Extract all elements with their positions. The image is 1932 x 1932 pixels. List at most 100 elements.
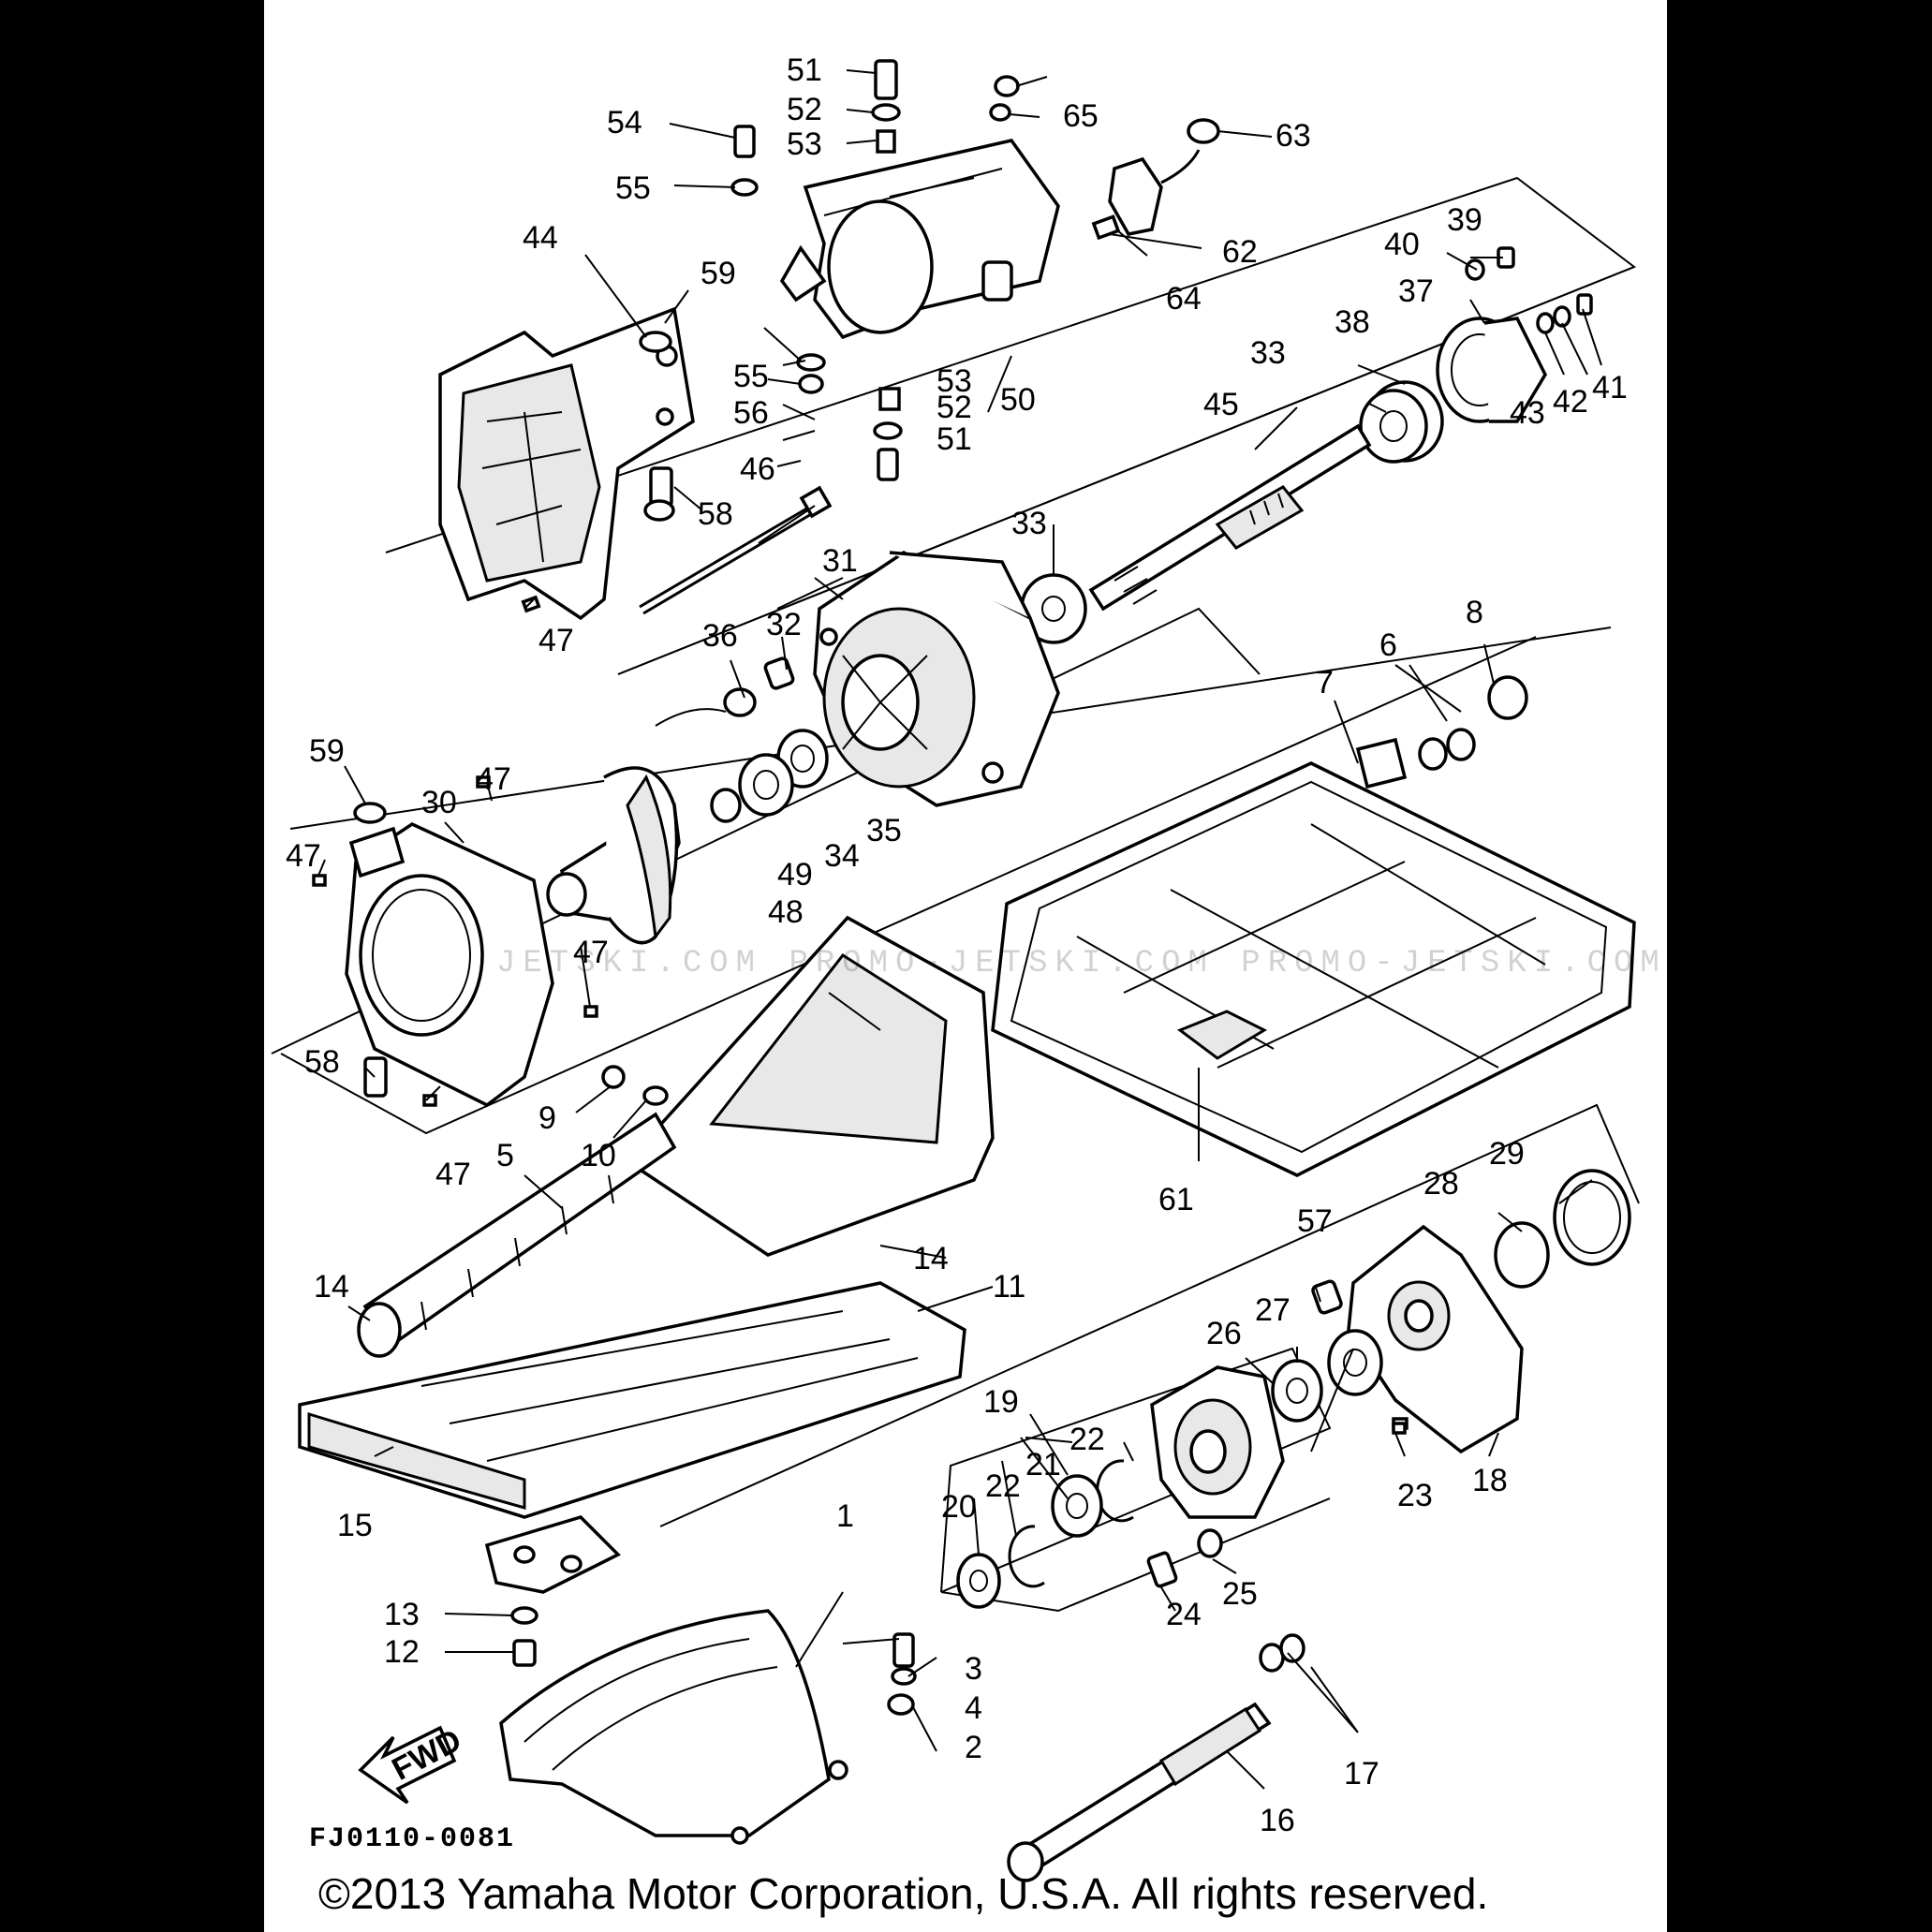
callout-51-top: 51 <box>787 52 822 88</box>
callout-40: 40 <box>1384 227 1420 262</box>
callout-56: 56 <box>733 395 769 431</box>
intermediate-housing-30 <box>312 775 598 1108</box>
callout-36: 36 <box>702 618 738 654</box>
nozzle-housing-45 <box>438 306 695 621</box>
callout-52-mid: 52 <box>937 390 972 425</box>
coupler-housing-19 <box>1150 1365 1285 1519</box>
bearing-cap-37 <box>1436 317 1547 423</box>
callout-30: 30 <box>421 785 457 820</box>
callout-52-top: 52 <box>787 92 822 127</box>
leader-lines <box>317 69 1602 1790</box>
callout-4: 4 <box>965 1690 982 1726</box>
callout-35: 35 <box>866 813 902 848</box>
callout-22-top: 22 <box>1069 1422 1105 1457</box>
callout-62: 63 <box>1276 118 1311 154</box>
impeller-housing-31 <box>813 550 1060 807</box>
callout-3: 3 <box>965 1651 982 1687</box>
callout-10: 10 <box>581 1138 616 1173</box>
fwd-label: FWD <box>387 1722 467 1788</box>
callout-25: 25 <box>1222 1576 1258 1612</box>
callout-28: 28 <box>1423 1166 1459 1202</box>
callout-47-left: 47 <box>286 838 321 874</box>
callout-49: 49 <box>777 857 813 892</box>
callout-27: 27 <box>1255 1292 1290 1328</box>
callout-38: 38 <box>1335 304 1370 340</box>
callout-64: 65 <box>1063 98 1099 134</box>
intake-duct-5 <box>357 915 995 1358</box>
callout-20: 20 <box>941 1489 977 1525</box>
callout-12: 12 <box>384 1634 420 1670</box>
bolts-2-3-4 <box>887 1632 917 1716</box>
callout-58-left: 58 <box>304 1044 340 1080</box>
callout-33-top: 33 <box>1250 335 1286 371</box>
impeller-48 <box>546 766 681 945</box>
callout-31: 31 <box>822 543 858 579</box>
through-bolt-46 <box>639 485 833 615</box>
callout-29: 29 <box>1489 1136 1525 1172</box>
callout-44: 45 <box>1203 387 1239 422</box>
callout-1: 1 <box>836 1498 854 1534</box>
callout-42: 42 <box>1553 384 1588 420</box>
callout-46: 46 <box>740 451 775 487</box>
callout-16: 16 <box>1260 1803 1295 1838</box>
callout-47-right: 47 <box>573 935 609 970</box>
callout-21: 21 <box>1025 1447 1061 1482</box>
drive-shaft-44 <box>1088 423 1372 612</box>
callout-22-mid: 22 <box>985 1468 1021 1504</box>
bolts-23-24-25 <box>1146 1422 1407 1588</box>
rings-20-21-22 <box>956 1459 1134 1609</box>
watermark: JETSKI.COM PROMO-JETSKI.COM PROMO-JETSKI… <box>496 946 1667 981</box>
shaft-16-17 <box>1007 1633 1305 1882</box>
callout-14-right: 14 <box>913 1241 949 1276</box>
callout-6: 6 <box>1379 627 1397 663</box>
callout-54: 54 <box>607 105 642 140</box>
callout-26: 26 <box>1206 1316 1242 1351</box>
callout-43: 43 <box>1510 395 1545 431</box>
callout-34: 34 <box>824 838 860 874</box>
callout-24: 24 <box>1166 1597 1202 1632</box>
callout-17: 17 <box>1344 1756 1379 1792</box>
callout-63: 64 <box>1166 281 1202 317</box>
fwd-arrow: FWD <box>358 1722 467 1805</box>
cover-1 <box>499 1609 848 1845</box>
ride-plate-60 <box>991 675 1636 1177</box>
callout-47-mid: 47 <box>476 761 511 797</box>
callout-59-top: 59 <box>701 256 736 291</box>
copyright-notice: ©2013 Yamaha Motor Corporation, U.S.A. A… <box>318 1869 1489 1918</box>
callout-53-mid: 53 <box>937 363 972 399</box>
callout-33-mid: 33 <box>1011 506 1047 541</box>
callout-18: 18 <box>1472 1463 1508 1498</box>
callout-19: 19 <box>983 1384 1019 1420</box>
bearing-38-33 <box>1020 380 1444 644</box>
callout-23: 23 <box>1397 1478 1433 1513</box>
parts-32-34-35-36-49 <box>655 656 829 823</box>
callout-53-top: 53 <box>787 126 822 162</box>
fitting-61-62-63 <box>1091 118 1220 241</box>
callout-48: 48 <box>768 894 804 930</box>
reference-code: FJ0110-0081 <box>309 1823 516 1855</box>
callout-55-top: 55 <box>615 170 651 206</box>
callout-5: 5 <box>496 1138 514 1173</box>
callout-39: 39 <box>1447 202 1482 238</box>
callout-15: 15 <box>337 1508 373 1543</box>
callout-41: 41 <box>1592 370 1628 406</box>
steering-nozzle-50 <box>779 139 1060 340</box>
callout-11: 11 <box>993 1269 1025 1305</box>
callout-13: 13 <box>384 1597 420 1632</box>
callout-50: 50 <box>1000 382 1036 418</box>
bolts-12-13 <box>510 1606 538 1667</box>
callout-51-mid: 51 <box>937 421 972 457</box>
callout-32: 32 <box>766 607 802 642</box>
callout-45: 44 <box>523 220 558 256</box>
callout-58-top: 58 <box>698 496 733 532</box>
callout-59-left: 59 <box>309 733 345 769</box>
callout-8: 8 <box>1466 595 1483 630</box>
callout-labels: 51 52 53 54 55 44 59 65 63 62 64 39 40 3… <box>286 52 1628 1838</box>
callout-37: 37 <box>1398 273 1434 309</box>
callout-55-mid: 55 <box>733 359 769 394</box>
callout-61: 62 <box>1222 234 1258 270</box>
callout-2: 2 <box>965 1730 982 1765</box>
trim-plate-11-15 <box>298 1281 966 1594</box>
callout-57: 57 <box>1297 1203 1333 1239</box>
